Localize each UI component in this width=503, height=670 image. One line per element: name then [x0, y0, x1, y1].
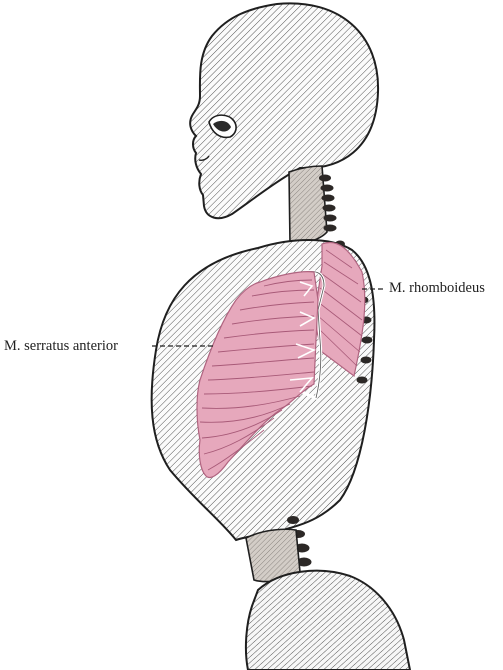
head-outline [190, 3, 378, 218]
label-m-rhomboideus: M. rhomboideus [389, 281, 485, 296]
pelvis [246, 571, 410, 670]
label-m-serratus-anterior: M. serratus anterior [4, 339, 118, 354]
